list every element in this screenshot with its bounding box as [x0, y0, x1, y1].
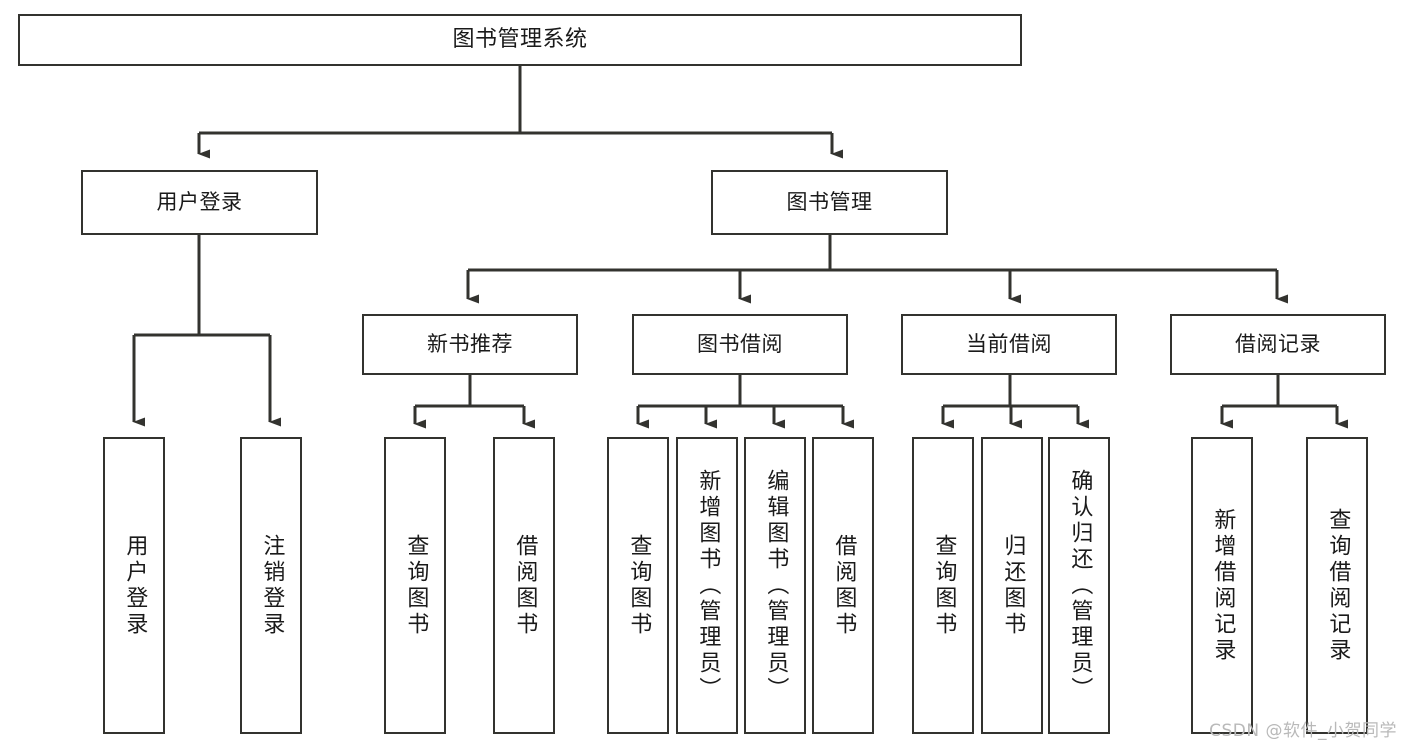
node-leaf-query-book-3-label: 查询图书: [931, 533, 957, 638]
node-borrow-record[interactable]: 借阅记录: [1170, 314, 1386, 375]
node-root-label: 图书管理系统: [452, 26, 588, 52]
node-leaf-add-book[interactable]: 新增图书（管理员）: [676, 437, 738, 734]
node-book-borrow-label: 图书借阅: [697, 331, 783, 356]
node-leaf-borrow-book-2-label: 借阅图书: [831, 533, 857, 638]
node-leaf-query-book-3[interactable]: 查询图书: [912, 437, 974, 734]
node-leaf-logout[interactable]: 注销登录: [240, 437, 302, 734]
node-leaf-borrow-book-2[interactable]: 借阅图书: [812, 437, 874, 734]
node-leaf-query-book-2[interactable]: 查询图书: [607, 437, 669, 734]
node-leaf-user-login[interactable]: 用户登录: [103, 437, 165, 734]
node-leaf-logout-label: 注销登录: [259, 533, 285, 638]
node-leaf-query-book-1[interactable]: 查询图书: [384, 437, 446, 734]
node-leaf-add-book-label: 新增图书（管理员）: [695, 468, 721, 703]
node-leaf-borrow-book-1-label: 借阅图书: [512, 533, 538, 638]
node-book-manage-label: 图书管理: [786, 189, 873, 214]
node-leaf-edit-book[interactable]: 编辑图书（管理员）: [744, 437, 806, 734]
node-leaf-query-book-1-label: 查询图书: [403, 533, 429, 638]
node-leaf-query-record-label: 查询借阅记录: [1325, 507, 1351, 664]
node-leaf-confirm-return[interactable]: 确认归还（管理员）: [1048, 437, 1110, 734]
node-leaf-borrow-book-1[interactable]: 借阅图书: [493, 437, 555, 734]
node-leaf-edit-book-label: 编辑图书（管理员）: [763, 468, 789, 703]
node-book-borrow[interactable]: 图书借阅: [632, 314, 848, 375]
node-user-login-label: 用户登录: [156, 189, 243, 214]
node-leaf-confirm-return-label: 确认归还（管理员）: [1067, 468, 1093, 703]
node-leaf-add-record[interactable]: 新增借阅记录: [1191, 437, 1253, 734]
node-book-manage[interactable]: 图书管理: [711, 170, 948, 235]
node-leaf-query-book-2-label: 查询图书: [626, 533, 652, 638]
node-new-book-rec-label: 新书推荐: [427, 331, 513, 356]
node-user-login[interactable]: 用户登录: [81, 170, 318, 235]
node-new-book-rec[interactable]: 新书推荐: [362, 314, 578, 375]
node-leaf-add-record-label: 新增借阅记录: [1210, 507, 1236, 664]
node-current-borrow[interactable]: 当前借阅: [901, 314, 1117, 375]
node-leaf-user-login-label: 用户登录: [122, 533, 148, 638]
csdn-watermark: CSDN @软件_小贺同学: [1209, 721, 1397, 741]
node-root[interactable]: 图书管理系统: [18, 14, 1022, 66]
node-leaf-return-book[interactable]: 归还图书: [981, 437, 1043, 734]
node-borrow-record-label: 借阅记录: [1235, 331, 1321, 356]
node-leaf-return-book-label: 归还图书: [1000, 533, 1026, 638]
node-leaf-query-record[interactable]: 查询借阅记录: [1306, 437, 1368, 734]
node-current-borrow-label: 当前借阅: [966, 331, 1052, 356]
